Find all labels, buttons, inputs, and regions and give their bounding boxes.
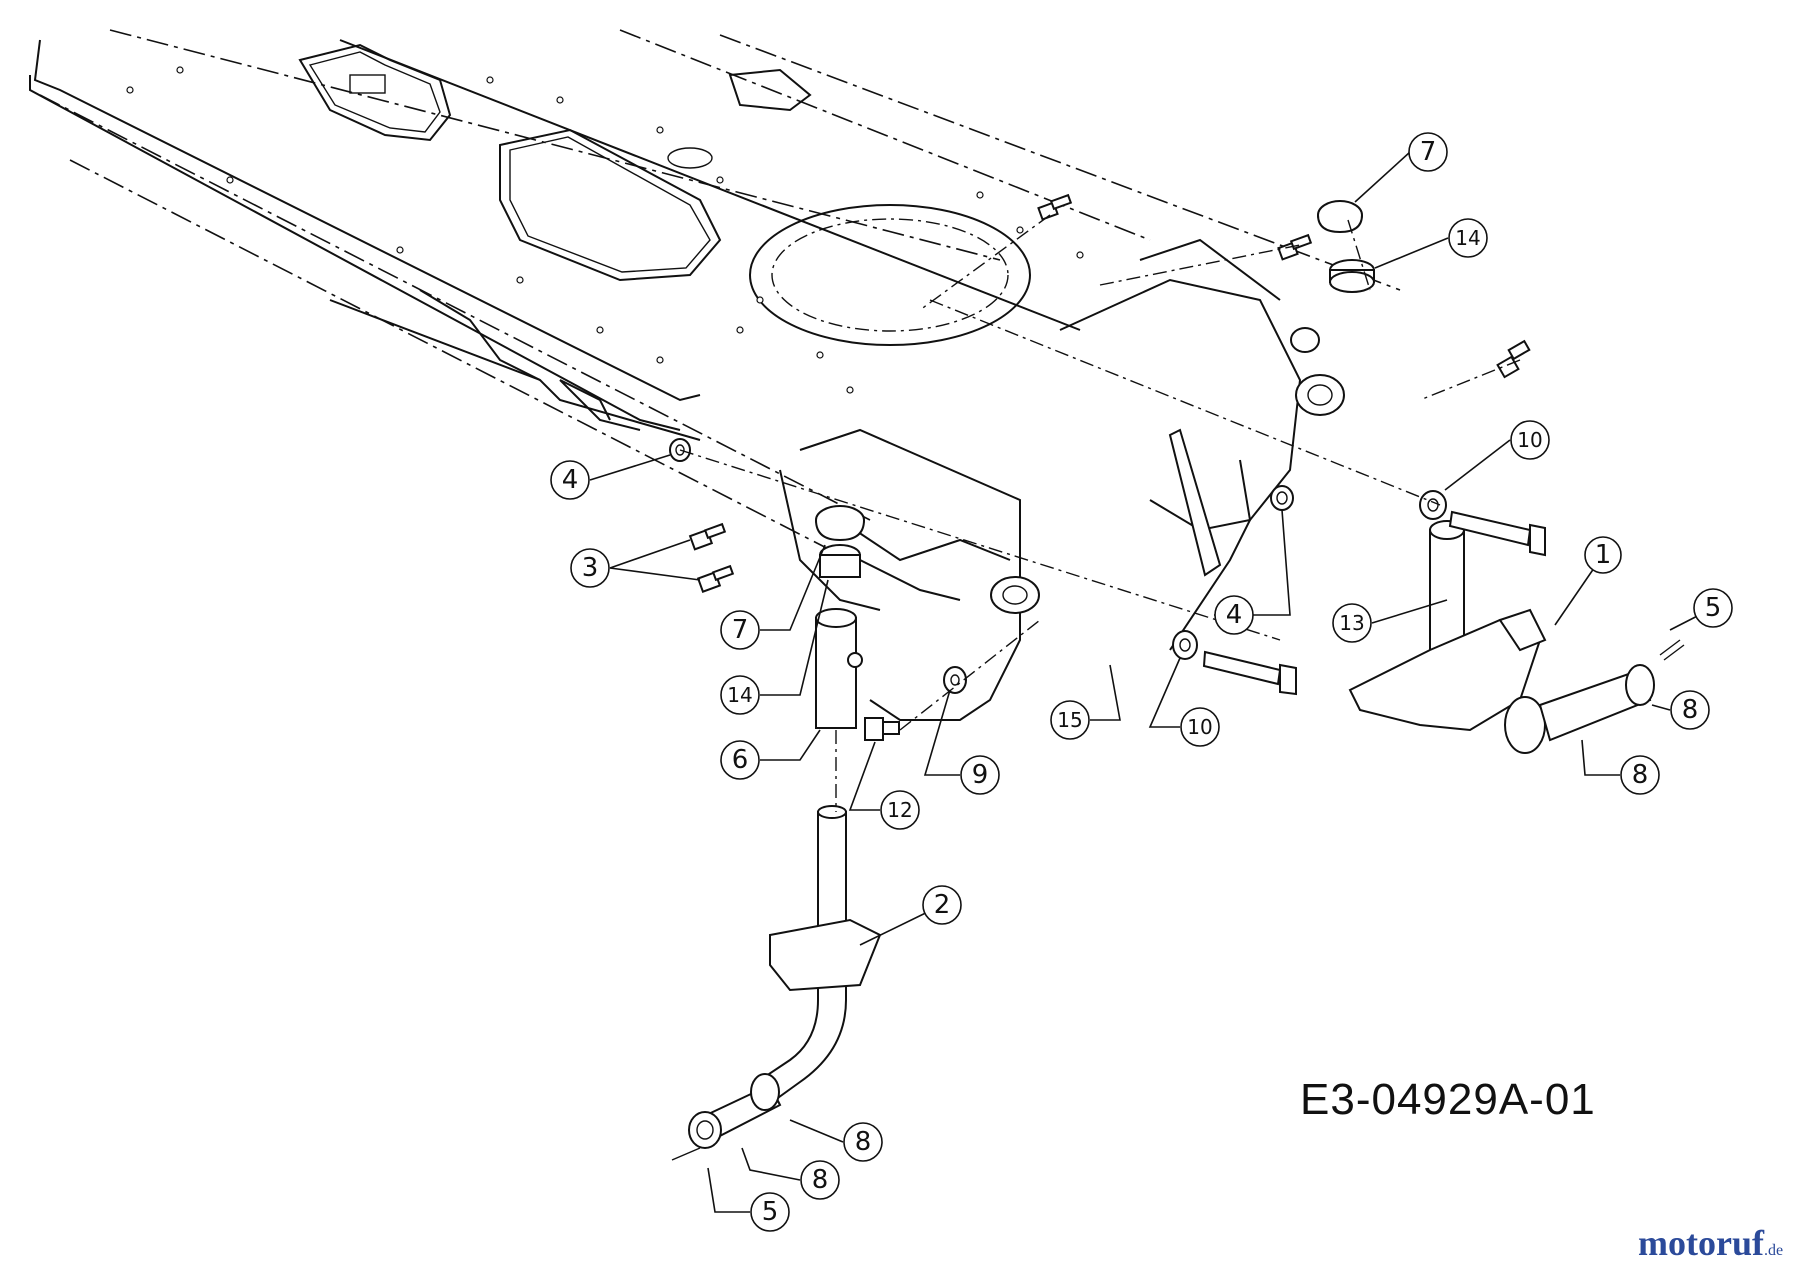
callout-10b: 10 [1148,657,1220,747]
callout-7a: 7 [720,544,826,650]
brand-watermark-text: motoruf [1638,1223,1764,1263]
svg-text:5: 5 [762,1197,779,1227]
callout-4a: 4 [550,454,671,500]
svg-text:4: 4 [562,465,579,495]
callout-10a: 10 [1444,420,1550,491]
callout-14a: 14 [1374,218,1488,269]
callout-8a: 8 [1651,690,1710,730]
assembly-lines [679,214,1521,812]
callout-5a: 5 [1669,588,1733,631]
callout-9: 9 [923,689,1000,795]
callout-7b: 7 [1354,132,1448,203]
chassis-frame [29,29,1401,561]
svg-text:2: 2 [934,890,951,920]
bolt-3b [696,564,735,593]
callout-8b: 8 [1581,739,1660,795]
svg-text:12: 12 [887,798,912,822]
spindle-left [815,505,865,729]
callout-5b: 5 [707,1167,790,1232]
svg-text:14: 14 [727,683,752,707]
callout-12: 12 [848,741,920,830]
svg-text:10: 10 [1187,715,1212,739]
callout-8d: 8 [741,1147,840,1200]
callout-1: 1 [1554,536,1622,626]
fasteners [669,193,1685,741]
bolt-3a [688,522,727,551]
svg-text:13: 13 [1339,611,1364,635]
svg-text:8: 8 [812,1165,829,1195]
bolt-top-2 [1277,233,1313,261]
svg-text:7: 7 [1420,137,1437,167]
spindle-right [1348,520,1655,754]
callout-2: 2 [859,885,962,946]
svg-text:5: 5 [1705,593,1722,623]
svg-text:4: 4 [1226,600,1243,630]
callouts: 1 2 3 4 4 5 5 6 [550,132,1733,1232]
axle-bracket [779,238,1345,721]
callout-4b: 4 [1214,509,1291,635]
svg-text:7: 7 [732,615,749,645]
svg-text:1: 1 [1595,540,1612,570]
brand-watermark: motoruf.de [1638,1222,1783,1264]
bolt-right [1496,339,1531,379]
callout-3: 3 [570,539,701,588]
brand-watermark-suffix: .de [1763,1242,1784,1259]
callout-8c: 8 [789,1119,883,1162]
svg-text:14: 14 [1455,226,1480,250]
drawing-reference-code: E3-04929A-01 [1300,1075,1596,1124]
svg-text:8: 8 [855,1127,872,1157]
svg-text:8: 8 [1632,760,1649,790]
svg-text:8: 8 [1682,695,1699,725]
bolt-top-1 [1037,193,1073,221]
svg-text:3: 3 [582,553,599,583]
svg-text:15: 15 [1057,708,1082,732]
svg-text:10: 10 [1517,428,1542,452]
bolt-12 [864,717,900,741]
steering-shaft [671,805,882,1161]
callout-6: 6 [720,729,821,780]
svg-text:6: 6 [732,745,749,775]
callout-14b: 14 [720,579,829,715]
svg-text:9: 9 [972,760,989,790]
callout-15: 15 [1050,664,1121,740]
callout-13: 13 [1332,599,1448,643]
